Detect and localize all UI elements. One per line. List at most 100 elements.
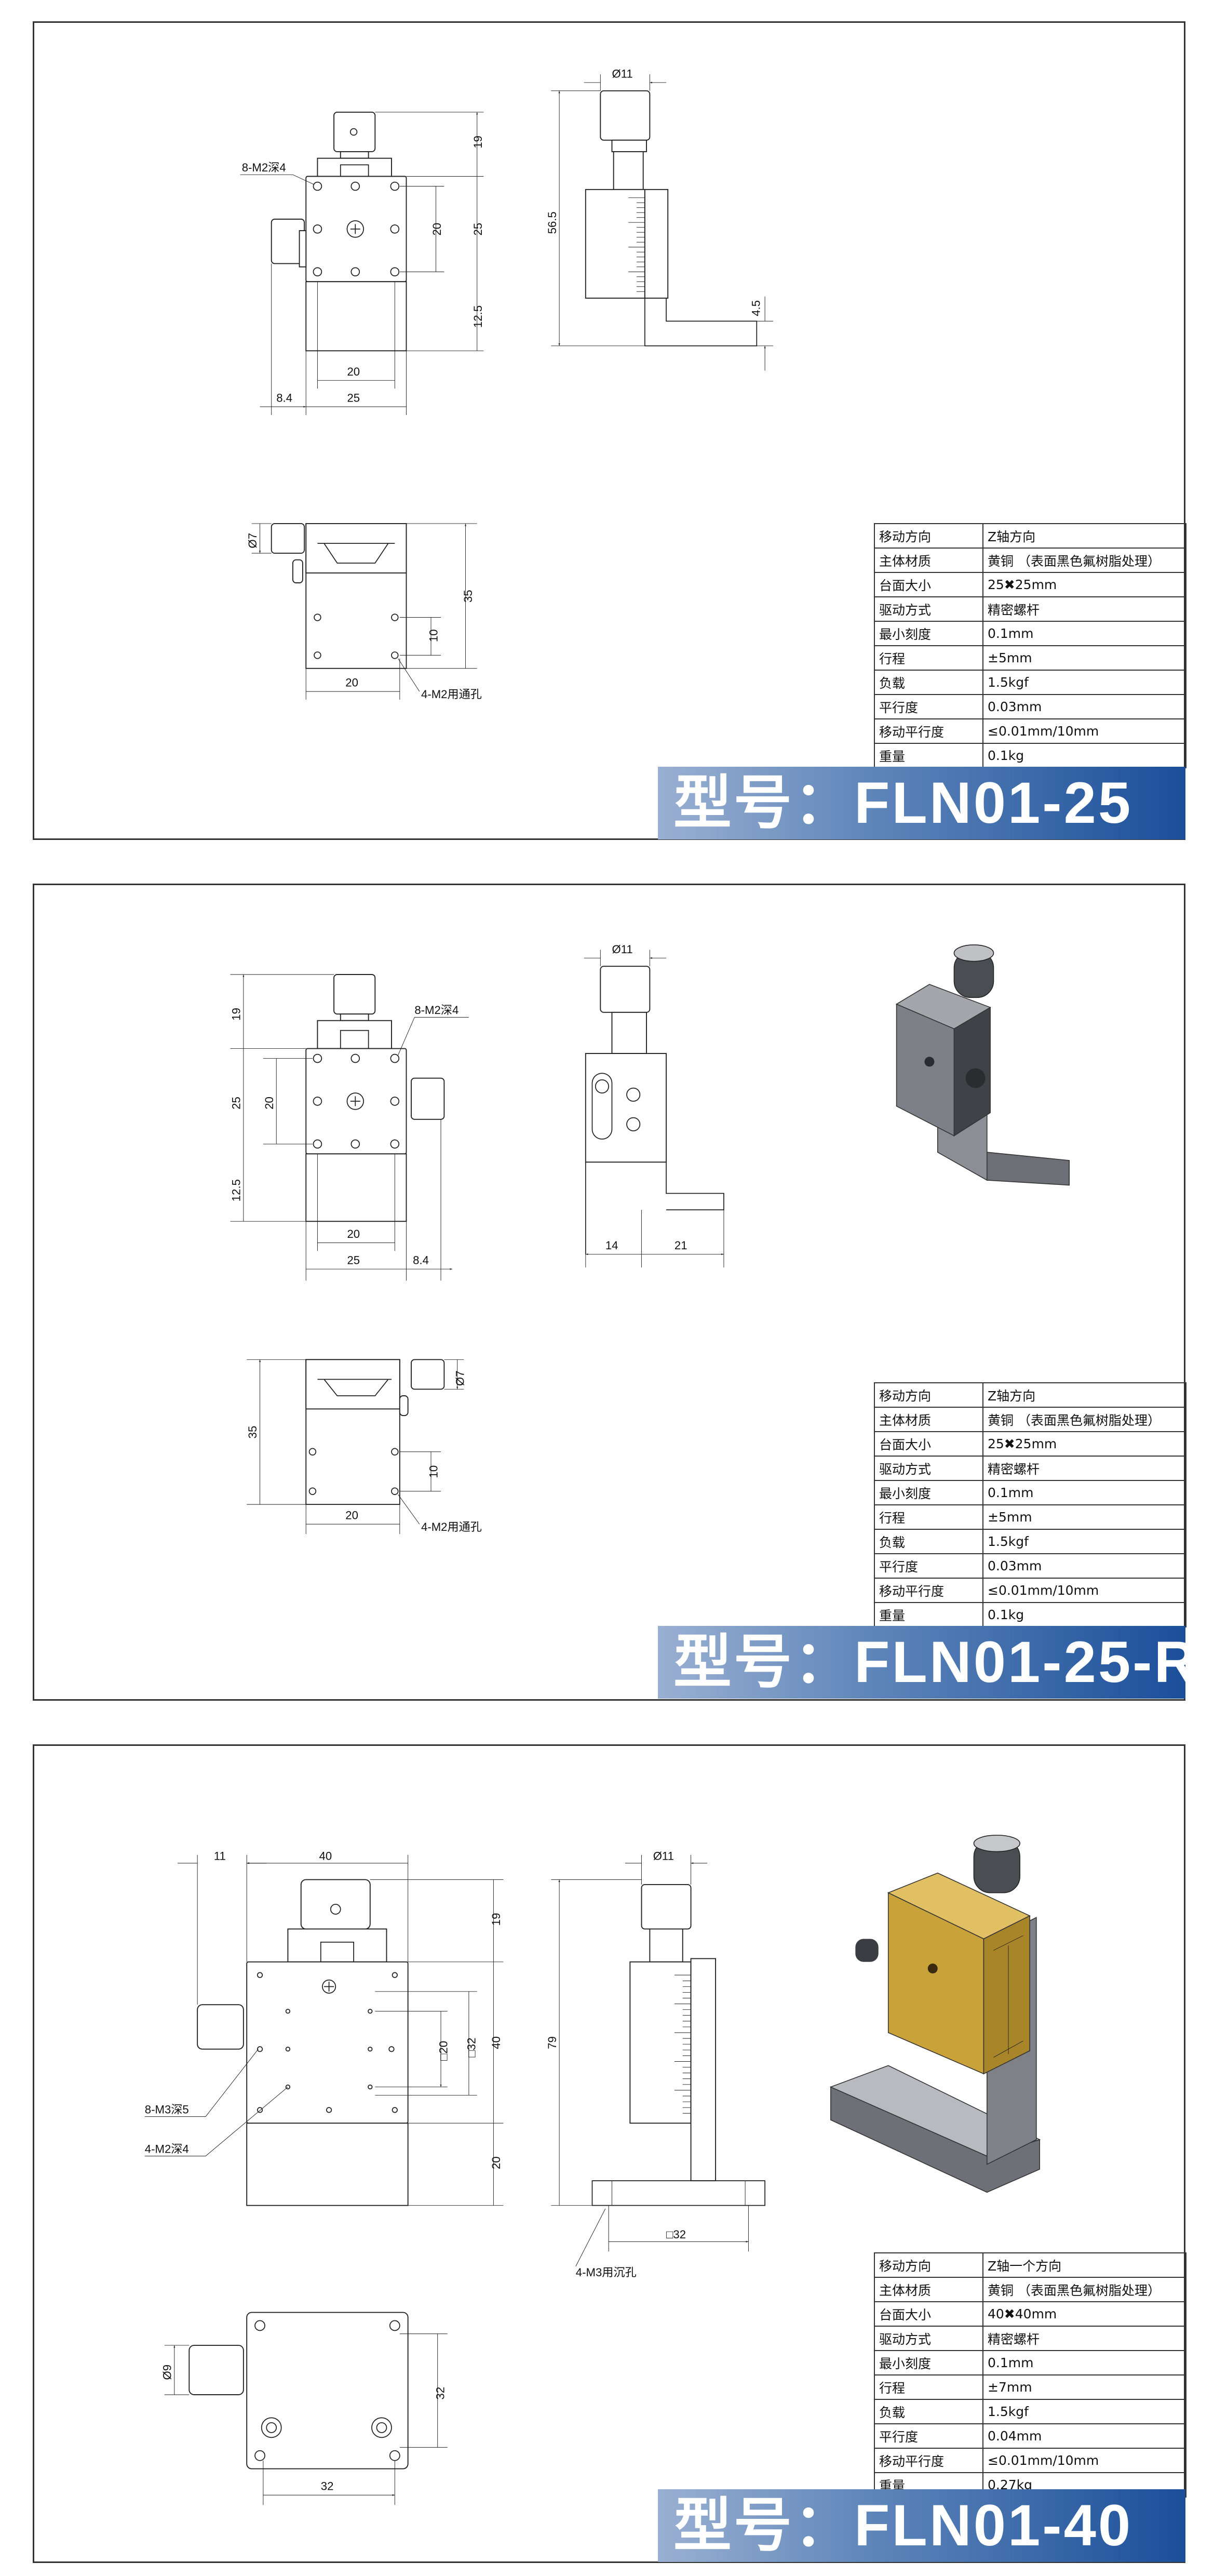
model-prefix: 型号：	[673, 2493, 854, 2558]
spec-label: 主体材质	[874, 1407, 983, 1432]
spec-label: 最小刻度	[874, 621, 983, 646]
spec-label: 台面大小	[874, 2301, 983, 2327]
spec-label: 驱动方式	[874, 2326, 983, 2351]
spec-label: 移动平行度	[874, 2448, 983, 2473]
spec-label: 重量	[874, 1602, 983, 1627]
spec-value: 精密螺杆	[982, 1456, 1186, 1481]
model-number: FLN01-25	[854, 770, 1133, 835]
spec-value: 25✖25mm	[982, 1431, 1186, 1457]
spec-label: 主体材质	[874, 2277, 983, 2302]
spec-row: 移动平行度≤0.01mm/10mm	[874, 718, 1186, 744]
spec-value: ±5mm	[982, 645, 1186, 671]
front-view-2: 19 25 12.5 20 20 25 8.4 8-M2深4	[230, 975, 469, 1281]
dim-side-depth: 14	[605, 1239, 618, 1252]
dim-knob-height: 19	[471, 136, 484, 149]
dim-base-length: 21	[675, 1239, 687, 1252]
spec-label: 平行度	[874, 694, 983, 719]
bottom-view-2: Ø7 35 10 20 4-M2用通孔	[246, 1359, 482, 1534]
model-prefix: 型号：	[673, 770, 854, 835]
model-number: FLN01-40	[854, 2493, 1133, 2558]
spec-label: 行程	[874, 645, 983, 671]
spec-label: 平行度	[874, 2423, 983, 2449]
spec-label: 台面大小	[874, 572, 983, 597]
dim-bottom-height: 35	[246, 1426, 259, 1439]
spec-label: 驱动方式	[874, 596, 983, 622]
model-banner-fln01-25-r: 型号：FLN01-25-R	[658, 1626, 1196, 1699]
spec-value: ≤0.01mm/10mm	[982, 2448, 1186, 2473]
spec-label: 负载	[874, 1529, 983, 1554]
front-view-3: 11 40 19 40 20 □32 □20 8-M3深5 4-M2深4	[144, 1849, 504, 2206]
dim-knob-offset: 8.4	[413, 1254, 429, 1267]
spec-label: 行程	[874, 2374, 983, 2400]
dim-knob-height: 19	[490, 1913, 503, 1926]
product-render-3	[829, 1835, 1041, 2193]
dim-knob-diameter: Ø11	[653, 1849, 674, 1862]
spec-value: 黄铜 （表面黑色氟树脂处理）	[982, 1407, 1186, 1432]
dim-lower-height: 12.5	[230, 1179, 243, 1202]
spec-value: 精密螺杆	[982, 596, 1186, 622]
bottom-view-1: Ø7 35 10 20 4-M2用通孔	[246, 524, 482, 701]
product-render-2	[895, 944, 1070, 1186]
spec-label: 负载	[874, 670, 983, 695]
dim-bottom-pitch-v: 32	[434, 2387, 447, 2400]
dim-bottom-pitch-v: 10	[427, 629, 440, 642]
spec-value: ±5mm	[982, 1504, 1186, 1530]
spec-label: 负载	[874, 2399, 983, 2424]
spec-label: 最小刻度	[874, 2350, 983, 2375]
dim-hole-square-small: □20	[437, 2041, 450, 2061]
dim-total-height: 56.5	[546, 211, 559, 234]
spec-value: 1.5kgf	[982, 2399, 1186, 2424]
spec-value: 0.1kg	[982, 743, 1186, 768]
spec-label: 最小刻度	[874, 1480, 983, 1505]
side-view-3: Ø11 79 □32 4-M3用沉孔	[546, 1849, 766, 2279]
spec-label: 行程	[874, 1504, 983, 1530]
spec-value: 1.5kgf	[982, 670, 1186, 695]
spec-value: 0.1mm	[982, 2350, 1186, 2375]
dim-hole-pitch-v: 20	[263, 1097, 276, 1110]
spec-value: 25✖25mm	[982, 572, 1186, 597]
spec-label: 移动平行度	[874, 718, 983, 744]
spec-value: ±7mm	[982, 2374, 1186, 2400]
spec-value: Z轴方向	[982, 523, 1186, 549]
spec-label: 驱动方式	[874, 1456, 983, 1481]
dim-body-height: 25	[471, 223, 484, 236]
dim-body-height: 25	[230, 1097, 243, 1110]
dim-small-knob-diameter: Ø7	[246, 533, 259, 549]
label-through-holes: 4-M2用通孔	[421, 688, 482, 701]
spec-row: 主体材质黄铜 （表面黑色氟树脂处理）	[874, 2277, 1186, 2302]
spec-value: ≤0.01mm/10mm	[982, 718, 1186, 744]
spec-value: Z轴一个方向	[982, 2252, 1186, 2278]
spec-value: 0.1mm	[982, 621, 1186, 646]
spec-value: 40✖40mm	[982, 2301, 1186, 2327]
spec-row: 主体材质黄铜 （表面黑色氟树脂处理）	[874, 548, 1186, 573]
model-banner-fln01-40: 型号：FLN01-40	[658, 2489, 1185, 2562]
side-view-2: Ø11 14 21	[584, 943, 724, 1267]
dim-bottom-pitch-h: 20	[345, 676, 358, 689]
dim-bottom-pitch-v: 10	[427, 1465, 440, 1478]
dim-knob-offset: 8.4	[276, 392, 292, 405]
spec-row: 主体材质黄铜 （表面黑色氟树脂处理）	[874, 1407, 1186, 1432]
dim-lower-height: 20	[490, 2156, 503, 2169]
spec-label: 平行度	[874, 1553, 983, 1579]
dim-body-height: 40	[490, 2036, 503, 2049]
side-view-1: Ø11 56.5 4.5	[546, 67, 773, 371]
dim-knob-diameter: Ø11	[612, 67, 633, 80]
spec-row: 移动平行度≤0.01mm/10mm	[874, 1578, 1186, 1603]
model-banner-fln01-25: 型号：FLN01-25	[658, 767, 1185, 839]
spec-label: 主体材质	[874, 548, 983, 573]
spec-row: 行程±7mm	[874, 2374, 1186, 2400]
dim-knob-offset: 11	[214, 1849, 226, 1862]
spec-value: 0.1mm	[982, 1480, 1186, 1505]
